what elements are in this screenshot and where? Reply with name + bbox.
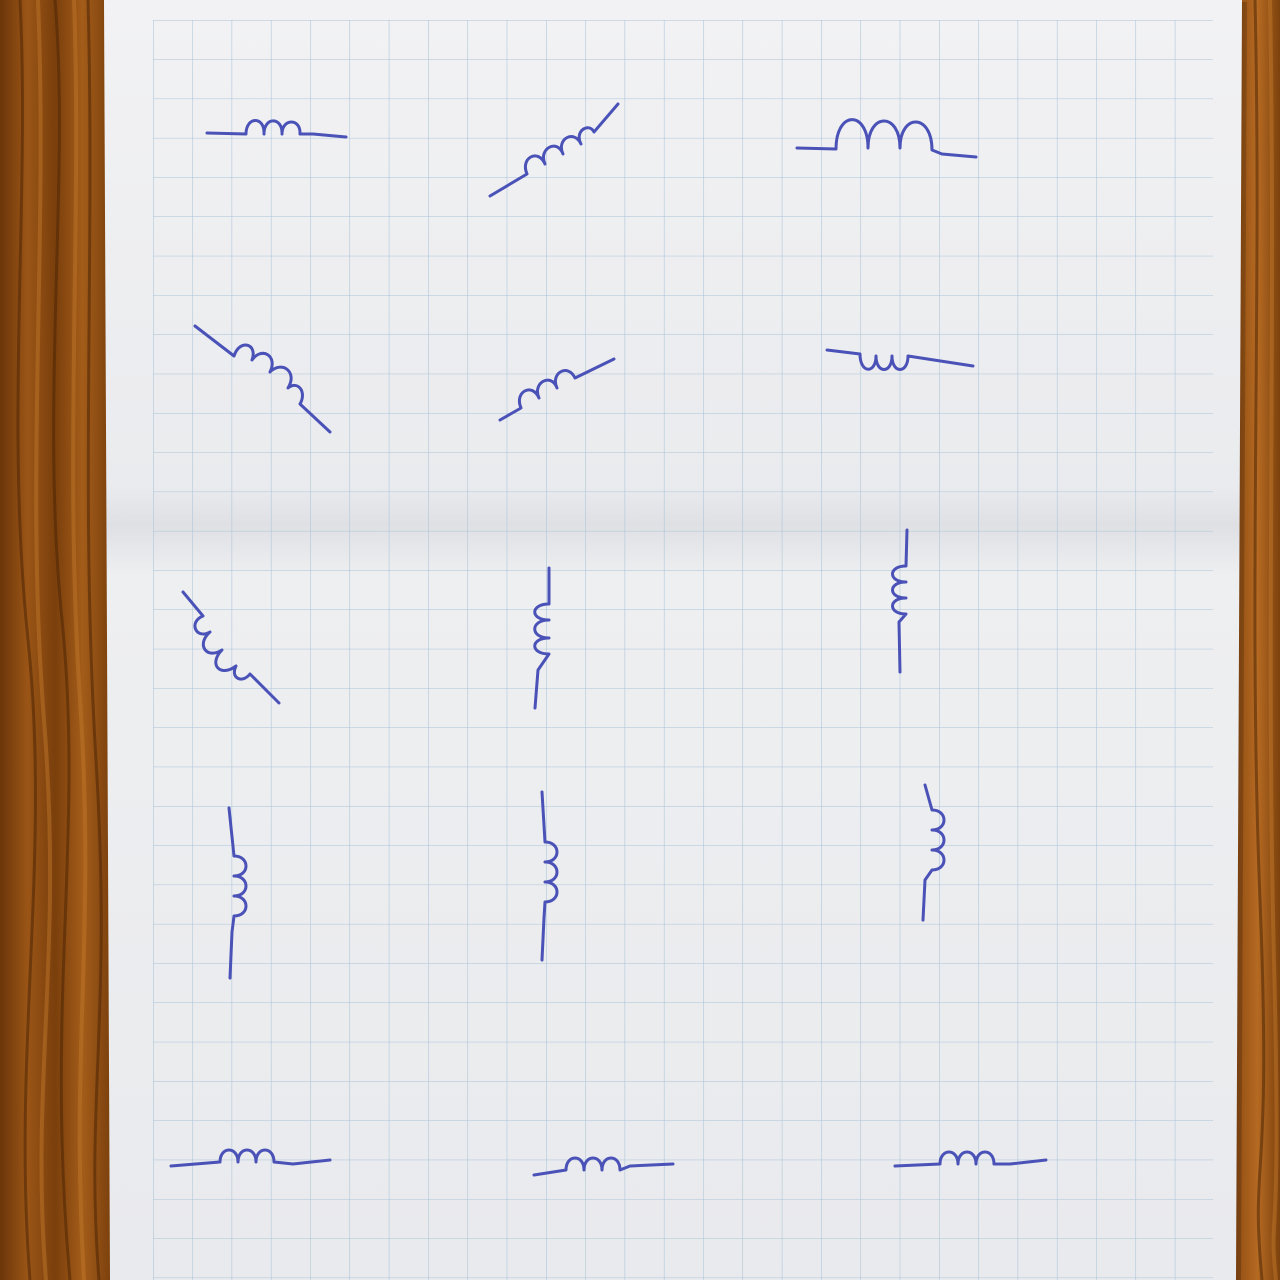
inductor-symbol — [533, 566, 551, 710]
inductor-symbol — [193, 324, 332, 434]
inductor-symbol — [893, 1150, 1048, 1168]
inductor-symbol — [205, 119, 348, 139]
inductor-symbol — [795, 118, 978, 159]
inductor-symbol — [181, 590, 281, 705]
inductor-symbol — [825, 348, 975, 371]
inductor-symbol — [891, 528, 909, 674]
inductor-symbol — [169, 1148, 332, 1168]
inductor-symbol — [540, 790, 559, 962]
inductor-symbol — [488, 102, 620, 198]
grid-paper — [104, 0, 1247, 1280]
inductor-symbol — [921, 783, 946, 922]
ink-sketches — [169, 102, 1048, 1177]
inductor-symbol — [532, 1156, 675, 1177]
inductor-symbol — [227, 806, 248, 980]
inductor-symbol — [498, 357, 616, 422]
